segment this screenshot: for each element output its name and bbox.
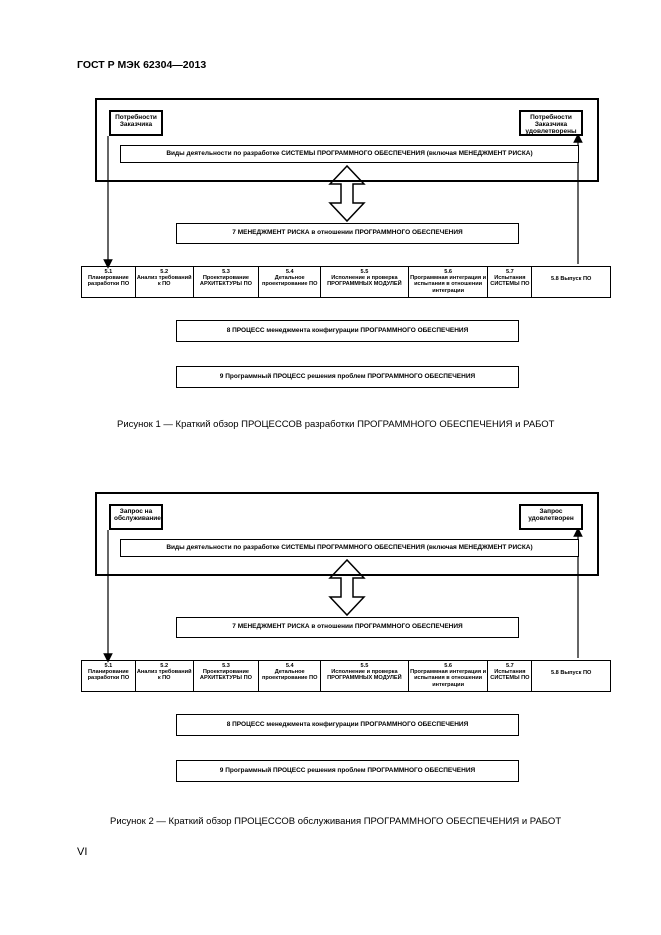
- risk-management-box: 7 МЕНЕДЖМЕНТ РИСКА в отношении ПРОГРАММН…: [176, 617, 519, 638]
- risk-management-box: 7 МЕНЕДЖМЕНТ РИСКА в отношении ПРОГРАММН…: [176, 223, 519, 244]
- step-cell: 5.8 Выпуск ПО: [550, 276, 592, 282]
- config-management-box: 8 ПРОЦЕСС менеджмента конфигурации ПРОГР…: [176, 714, 519, 736]
- config-management-box: 8 ПРОЦЕСС менеджмента конфигурации ПРОГР…: [176, 320, 519, 342]
- figure-2-caption: Рисунок 2 — Краткий обзор ПРОЦЕССОВ обсл…: [110, 816, 562, 827]
- development-process-frame: [95, 98, 599, 182]
- problem-resolution-box: 9 Программный ПРОЦЕСС решения проблем ПР…: [176, 366, 519, 388]
- system-activities-box: Виды деятельности по разработке СИСТЕМЫ …: [120, 145, 579, 163]
- request-satisfied-box: Запрос удовлетворен: [519, 504, 583, 530]
- figure-2-connectors: [103, 527, 583, 663]
- maintenance-process-frame: [95, 492, 599, 576]
- customer-needs-box: Потребности Заказчика: [109, 110, 163, 136]
- figure-1-connectors: [103, 133, 583, 269]
- figure-1-caption: Рисунок 1 — Краткий обзор ПРОЦЕССОВ разр…: [117, 419, 555, 430]
- customer-needs-satisfied-box: Потребности Заказчика удовлетворены: [519, 110, 583, 136]
- page-number: VI: [77, 846, 88, 858]
- document-header: ГОСТ Р МЭК 62304—2013: [77, 59, 207, 71]
- system-activities-box: Виды деятельности по разработке СИСТЕМЫ …: [120, 539, 579, 557]
- maintenance-request-box: Запрос на обслуживание: [109, 504, 163, 530]
- step-cell: 5.8 Выпуск ПО: [550, 670, 592, 676]
- figure-1-diagram: Потребности Заказчика Потребности Заказч…: [0, 98, 661, 418]
- figure-2-diagram: Запрос на обслуживание Запрос удовлетвор…: [0, 492, 661, 812]
- problem-resolution-box: 9 Программный ПРОЦЕСС решения проблем ПР…: [176, 760, 519, 782]
